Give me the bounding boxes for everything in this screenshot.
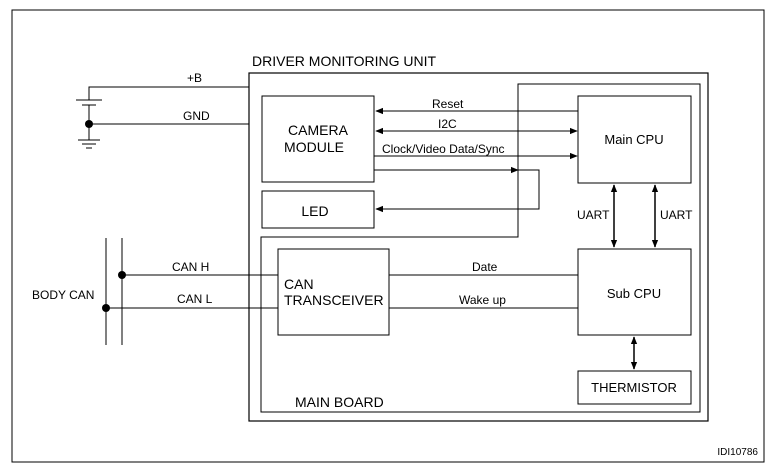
main-board-outline: [260, 83, 701, 413]
can-transceiver-block: [277, 248, 390, 336]
thermistor-block: [577, 370, 692, 405]
main-cpu-label: Main CPU: [604, 132, 663, 147]
uart-left-label: UART: [577, 208, 610, 222]
can-label-line1: CAN: [284, 276, 314, 292]
led-drive-line: [375, 169, 540, 213]
can-bus: [102, 238, 278, 345]
figure-id: IDI10786: [717, 447, 758, 458]
camera-label-line1: CAMERA: [288, 122, 349, 138]
figure-frame: [11, 9, 765, 463]
main-cpu-block: [577, 95, 692, 184]
can-label-line2: TRANSCEIVER: [284, 292, 384, 308]
date-label: Date: [472, 260, 498, 274]
uart-right-label: UART: [660, 208, 693, 222]
driver-monitoring-unit-box: [248, 72, 709, 422]
main-board-label: MAIN BOARD: [295, 394, 384, 410]
camera-module-block: [261, 95, 375, 183]
led-label: LED: [301, 203, 328, 219]
thermistor-label: THERMISTOR: [591, 380, 677, 395]
camera-label-line2: MODULE: [284, 139, 344, 155]
power-supply: [76, 86, 249, 149]
clock-label: Clock/Video Data/Sync: [382, 142, 505, 156]
wake-up-label: Wake up: [459, 293, 506, 307]
unit-title: DRIVER MONITORING UNIT: [252, 53, 437, 69]
sub-cpu-block: [577, 248, 692, 336]
i2c-label: I2C: [438, 117, 457, 131]
can-h-label: CAN H: [172, 260, 209, 274]
body-can-label: BODY CAN: [32, 288, 94, 302]
reset-label: Reset: [432, 97, 464, 111]
can-l-label: CAN L: [177, 292, 213, 306]
sub-cpu-label: Sub CPU: [607, 286, 661, 301]
led-block: [261, 190, 375, 229]
plus-b-label: +B: [187, 71, 202, 85]
gnd-label: GND: [183, 109, 210, 123]
